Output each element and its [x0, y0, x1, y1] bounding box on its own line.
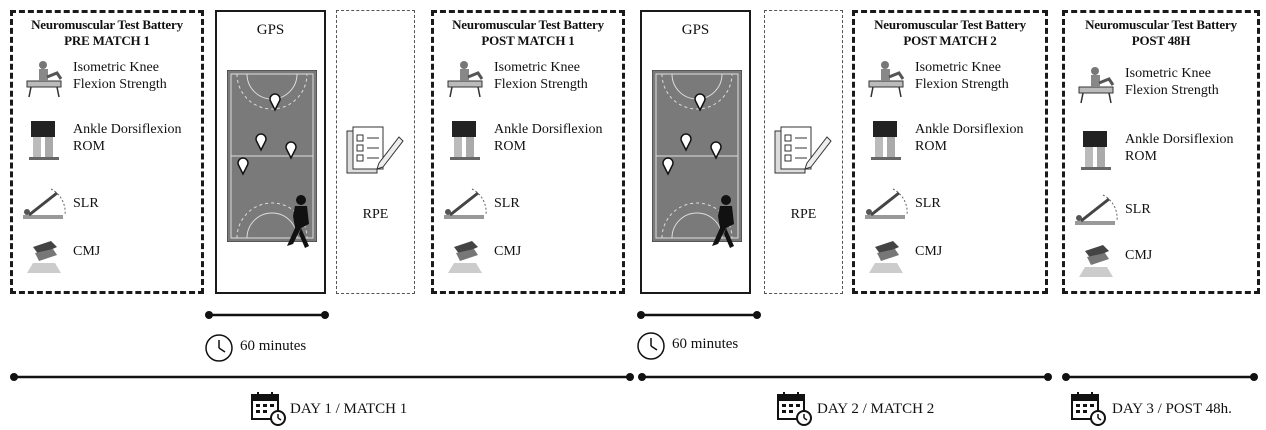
knee-flexion-icon — [868, 61, 905, 98]
rpe-box-match-1: RPE — [336, 10, 415, 294]
test-label-line2: ROM — [915, 139, 947, 154]
duration-bar — [205, 311, 329, 319]
test-label-line1: Ankle Dorsiflexion — [494, 122, 603, 137]
test-item-cmj: CMJ — [1065, 239, 1257, 279]
calendar-clock-icon — [1071, 392, 1106, 426]
cmj-icon — [869, 241, 903, 273]
test-label: CMJ — [494, 244, 522, 259]
day-label-2: DAY 2 / MATCH 2 — [817, 401, 935, 417]
battery-title: Neuromuscular Test Battery — [1085, 17, 1237, 32]
battery-subtitle: POST MATCH 1 — [481, 33, 575, 48]
test-item-cmj: CMJ — [13, 235, 201, 275]
gps-label: GPS — [681, 22, 710, 38]
player-silhouette-icon — [287, 195, 309, 248]
rpe-box-match-2: RPE — [764, 10, 843, 294]
calendar-clock-icon — [777, 392, 812, 426]
player-silhouette-icon — [712, 195, 734, 248]
test-label-line1: Ankle Dorsiflexion — [73, 122, 182, 137]
calendar-clock-icon — [251, 392, 286, 426]
test-item-cmj: CMJ — [855, 235, 1045, 275]
test-label-line2: Flexion Strength — [1125, 83, 1219, 98]
rpe-label: RPE — [790, 207, 817, 222]
battery-title: Neuromuscular Test Battery — [452, 17, 604, 32]
test-item-slr: SLR — [1065, 191, 1257, 231]
gps-box-match-2: GPS — [640, 10, 751, 294]
timeline-day-3 — [1062, 373, 1258, 381]
test-label-line2: Flexion Strength — [73, 77, 167, 92]
battery-subtitle: PRE MATCH 1 — [64, 33, 150, 48]
knee-flexion-icon — [26, 61, 63, 98]
ankle-rom-icon — [871, 121, 901, 160]
slr-icon — [23, 188, 66, 219]
rpe-label: RPE — [362, 207, 389, 222]
test-item-slr: SLR — [855, 185, 1045, 225]
test-battery-post-match-1: Neuromuscular Test Battery POST MATCH 1 … — [431, 10, 625, 294]
test-label-line1: Isometric Knee — [915, 60, 1001, 75]
court-diagram — [227, 70, 317, 242]
ankle-rom-icon — [1081, 131, 1111, 170]
test-item-slr: SLR — [13, 185, 201, 225]
questionnaire-icon — [774, 126, 832, 174]
test-label: SLR — [73, 196, 99, 211]
clock-icon — [205, 334, 233, 362]
test-label-line1: Isometric Knee — [494, 60, 580, 75]
questionnaire-icon — [346, 126, 404, 174]
battery-subtitle: POST MATCH 2 — [903, 33, 997, 48]
battery-title: Neuromuscular Test Battery — [874, 17, 1026, 32]
test-label-line2: Flexion Strength — [494, 77, 588, 92]
location-pin-icon — [237, 93, 297, 176]
cmj-icon — [1079, 245, 1113, 277]
test-battery-post-48h: Neuromuscular Test Battery POST 48H Isom… — [1062, 10, 1260, 294]
slr-icon — [444, 188, 487, 219]
test-label: CMJ — [1125, 248, 1153, 263]
test-label-line1: Ankle Dorsiflexion — [1125, 132, 1234, 147]
test-label-line1: Isometric Knee — [1125, 66, 1211, 81]
knee-flexion-icon — [1078, 67, 1115, 104]
duration-bar — [637, 311, 761, 319]
test-label-line1: Isometric Knee — [73, 60, 159, 75]
test-label: SLR — [1125, 202, 1151, 217]
test-label: CMJ — [73, 244, 101, 259]
battery-subtitle: POST 48H — [1131, 33, 1191, 48]
test-label-line2: ROM — [73, 139, 105, 154]
day-label-1: DAY 1 / MATCH 1 — [290, 401, 408, 417]
test-label: SLR — [915, 196, 941, 211]
test-item-slr: SLR — [434, 185, 622, 225]
timeline-day-2 — [638, 373, 1052, 381]
location-pin-icon — [662, 93, 722, 176]
test-label: CMJ — [915, 244, 943, 259]
test-item-cmj: CMJ — [434, 235, 622, 275]
slr-icon — [1075, 194, 1118, 225]
timeline-day-1 — [10, 373, 634, 381]
test-label: SLR — [494, 196, 520, 211]
duration-label: 60 minutes — [240, 338, 307, 354]
test-battery-post-match-2: Neuromuscular Test Battery POST MATCH 2 … — [852, 10, 1048, 294]
cmj-icon — [448, 241, 482, 273]
test-label-line1: Ankle Dorsiflexion — [915, 122, 1024, 137]
cmj-icon — [27, 241, 61, 273]
test-battery-pre-match-1: Neuromuscular Test Battery PRE MATCH 1 I… — [10, 10, 204, 294]
battery-title: Neuromuscular Test Battery — [31, 17, 183, 32]
gps-label: GPS — [256, 22, 285, 38]
test-label-line2: ROM — [1125, 149, 1157, 164]
gps-box-match-1: GPS — [215, 10, 326, 294]
test-label-line2: ROM — [494, 139, 526, 154]
knee-flexion-icon — [447, 61, 484, 98]
day-label-3: DAY 3 / POST 48h. — [1112, 401, 1232, 417]
slr-icon — [865, 188, 908, 219]
test-label-line2: Flexion Strength — [915, 77, 1009, 92]
ankle-rom-icon — [29, 121, 59, 160]
ankle-rom-icon — [450, 121, 480, 160]
duration-label: 60 minutes — [672, 336, 739, 352]
clock-icon — [637, 332, 665, 360]
